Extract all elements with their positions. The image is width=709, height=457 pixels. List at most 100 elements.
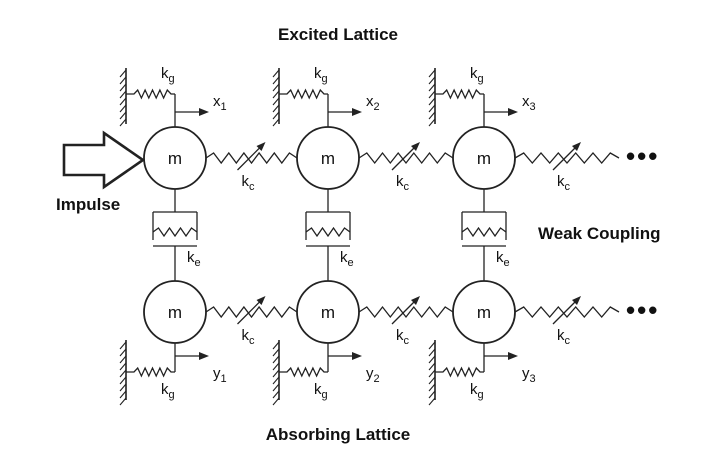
arrow-head <box>508 352 518 360</box>
impulse-label: Impulse <box>56 195 120 214</box>
wall-hatch <box>272 369 280 378</box>
wall-hatch <box>119 355 127 364</box>
top-ellipsis: ••• <box>626 141 659 171</box>
kg-label-bottom: kg <box>470 381 484 401</box>
wall-hatch <box>119 97 127 106</box>
displacement-arrow-y2 <box>328 352 362 360</box>
x1-label: x1 <box>213 93 227 113</box>
kc-label-bottom: kc <box>557 327 571 347</box>
wall-hatch <box>119 83 127 92</box>
mass-bottom-3 <box>452 280 516 344</box>
displacement-arrow-y1 <box>175 352 209 360</box>
hatched-wall-icon <box>119 340 127 406</box>
excited-lattice-title: Excited Lattice <box>278 25 398 44</box>
wall-hatch <box>272 111 280 120</box>
kg-label-bottom: kg <box>314 381 328 401</box>
kc-label-bottom: kc <box>396 327 410 347</box>
wall-hatch <box>428 390 436 399</box>
wall-hatch <box>272 341 280 350</box>
wall-hatch <box>428 397 436 406</box>
kg-label-bottom: kg <box>161 381 175 401</box>
hatched-wall-icon <box>428 340 436 406</box>
nonlinearity-arrowhead <box>256 296 266 305</box>
wall-hatch <box>428 376 436 385</box>
wall-hatch <box>272 118 280 127</box>
ground-spring-bottom <box>435 366 484 378</box>
nonlinearity-arrowhead <box>411 142 420 151</box>
arrow-head <box>352 108 362 116</box>
dashpot-spring-icon <box>461 189 507 281</box>
displacement-arrow-x1 <box>175 108 209 116</box>
wall-hatch <box>272 383 280 392</box>
coupling-spring-coil <box>514 306 620 318</box>
mass-label: m <box>168 303 182 322</box>
wall-hatch <box>272 104 280 113</box>
wall-hatch <box>428 362 436 371</box>
wall-hatch <box>119 376 127 385</box>
wall-hatch <box>428 369 436 378</box>
arrow-head <box>508 108 518 116</box>
ground-spring-top <box>126 88 175 100</box>
mass-label: m <box>477 303 491 322</box>
wall-hatch <box>119 111 127 120</box>
wall-hatch <box>428 111 436 120</box>
nonlinearity-arrowhead <box>411 296 420 305</box>
displacement-arrow-x3 <box>484 108 518 116</box>
wall-hatch <box>119 369 127 378</box>
wall-hatch <box>272 69 280 78</box>
mass-label: m <box>477 149 491 168</box>
kc-label-top: kc <box>242 173 256 193</box>
mass-label: m <box>168 149 182 168</box>
arrow-head <box>199 352 209 360</box>
kc-label-top: kc <box>396 173 410 193</box>
dashpot-spring-icon <box>152 189 198 281</box>
mass-bottom-1 <box>143 280 207 344</box>
coupling-spring-coil <box>152 226 198 238</box>
wall-hatch <box>428 341 436 350</box>
wall-hatch <box>428 104 436 113</box>
nonlinear-spring-icon <box>514 142 620 171</box>
wall-hatch <box>272 362 280 371</box>
wall-hatch <box>119 383 127 392</box>
mass-top-2 <box>296 126 360 190</box>
kg-label-top: kg <box>161 65 175 85</box>
wall-hatch <box>119 104 127 113</box>
hatched-wall-icon <box>272 68 280 127</box>
y1-label: y1 <box>213 365 227 385</box>
absorbing-lattice-title: Absorbing Lattice <box>266 425 411 444</box>
coupling-spring-coil <box>205 305 298 319</box>
y3-label: y3 <box>522 365 536 385</box>
wall-hatch <box>119 397 127 406</box>
wall-hatch <box>119 69 127 78</box>
wall-hatch <box>428 76 436 85</box>
nonlinearity-arrowhead <box>572 296 581 305</box>
wall-hatch <box>272 376 280 385</box>
ke-label: ke <box>340 249 354 269</box>
wall-hatch <box>272 90 280 99</box>
wall-hatch <box>428 383 436 392</box>
wall-hatch <box>119 341 127 350</box>
lattice-elements: kgx1kgy1kekckcmmkgx2kgy2kekckcmmkgx3kgy3… <box>119 65 620 406</box>
mass-label: m <box>321 303 335 322</box>
mass-top-3 <box>452 126 516 190</box>
ke-label: ke <box>496 249 510 269</box>
coupling-spring-coil <box>358 151 454 165</box>
wall-hatch <box>272 390 280 399</box>
nonlinearity-arrowhead <box>572 142 581 151</box>
nonlinear-spring-icon <box>205 296 298 325</box>
y2-label: y2 <box>366 365 380 385</box>
wall-hatch <box>428 355 436 364</box>
kg-label-top: kg <box>470 65 484 85</box>
ke-label: ke <box>187 249 201 269</box>
wall-hatch <box>428 69 436 78</box>
wall-hatch <box>119 76 127 85</box>
arrow-head <box>199 108 209 116</box>
coupling-spring-coil <box>461 226 507 238</box>
nonlinear-spring-icon <box>205 142 298 171</box>
ground-spring-top <box>279 88 328 100</box>
wall-hatch <box>272 348 280 357</box>
mass-bottom-2 <box>296 280 360 344</box>
nonlinear-spring-icon <box>358 142 454 171</box>
x2-label: x2 <box>366 93 380 113</box>
